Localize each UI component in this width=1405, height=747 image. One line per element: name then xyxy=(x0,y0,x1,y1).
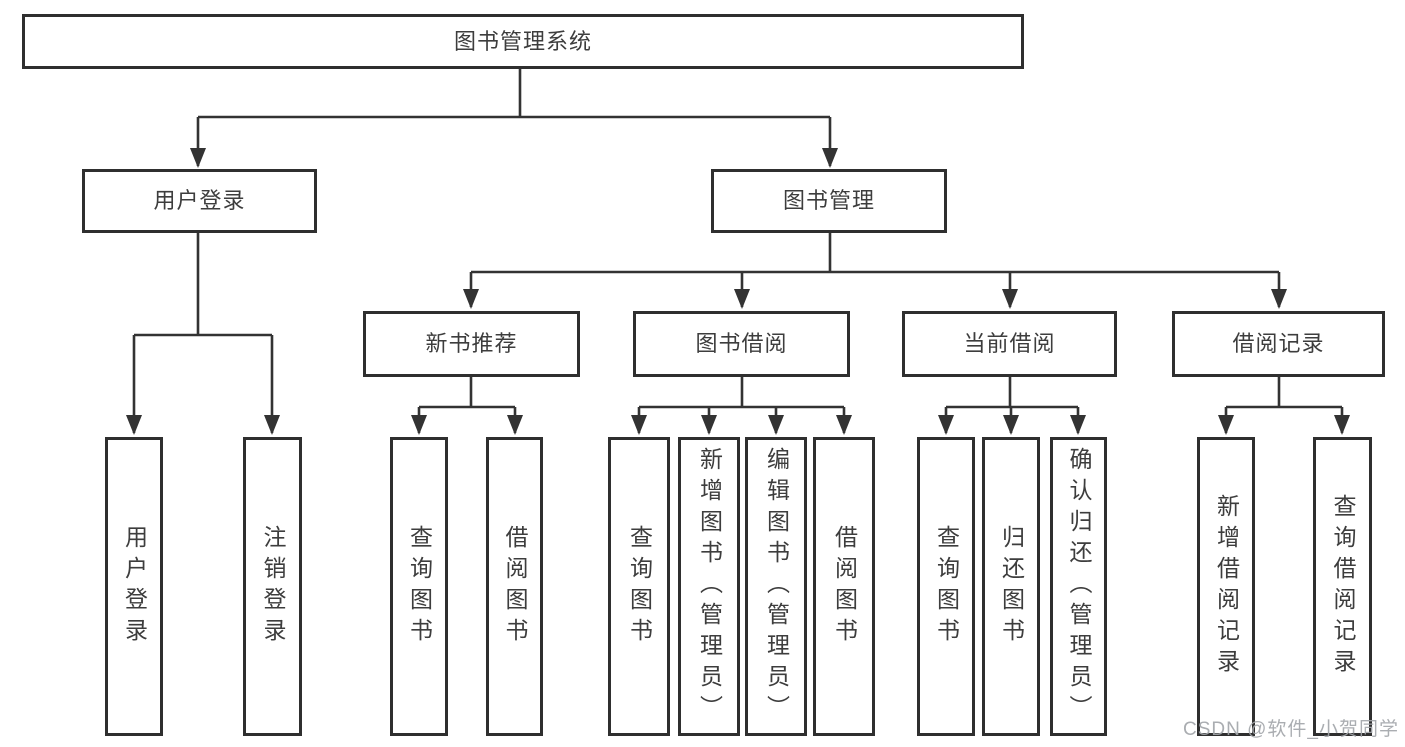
node-label: 归还图书 xyxy=(998,524,1025,649)
node-borrowing-records: 借阅记录 xyxy=(1172,311,1385,377)
csdn-watermark: CSDN @软件_小贺同学 xyxy=(1183,719,1399,740)
leaf-bb-borrow-books: 借阅图书 xyxy=(813,437,875,736)
node-label: 查询图书 xyxy=(406,524,433,649)
node-library-management-system: 图书管理系统 xyxy=(22,14,1024,69)
leaf-br-add-borrow-record: 新增借阅记录 xyxy=(1197,437,1255,736)
connector-borrowing-records-elbow xyxy=(1226,377,1342,409)
connector-book-management-elbow xyxy=(471,233,1279,274)
node-label: 新增图书（管理员） xyxy=(696,447,723,726)
node-book-management: 图书管理 xyxy=(711,169,947,233)
node-label: 新书推荐 xyxy=(425,331,518,356)
node-label: 注销登录 xyxy=(260,524,286,649)
node-label: 查询图书 xyxy=(626,524,653,649)
node-label: 确认归还（管理员） xyxy=(1066,447,1092,726)
leaf-bb-edit-books-admin: 编辑图书（管理员） xyxy=(745,437,807,736)
node-label: 当前借阅 xyxy=(963,331,1056,356)
leaf-br-query-borrow-record: 查询借阅记录 xyxy=(1313,437,1372,736)
node-label: 新增借阅记录 xyxy=(1213,493,1240,680)
node-label: 借阅图书 xyxy=(502,524,528,649)
leaf-bb-add-books-admin: 新增图书（管理员） xyxy=(678,437,740,736)
node-user-login: 用户登录 xyxy=(82,169,317,233)
leaf-cb-query-books: 查询图书 xyxy=(917,437,975,736)
leaf-bb-query-books: 查询图书 xyxy=(608,437,670,736)
leaf-logout: 注销登录 xyxy=(243,437,302,736)
node-label: 编辑图书（管理员） xyxy=(763,447,790,726)
node-label: 图书借阅 xyxy=(695,331,788,356)
leaf-cb-return-books: 归还图书 xyxy=(982,437,1040,736)
leaf-nbr-query-books: 查询图书 xyxy=(390,437,448,736)
node-new-book-recommend: 新书推荐 xyxy=(363,311,580,377)
node-label: 用户登录 xyxy=(153,188,246,213)
node-label: 借阅记录 xyxy=(1232,331,1325,356)
leaf-nbr-borrow-books: 借阅图书 xyxy=(486,437,543,736)
connector-root-elbow xyxy=(198,69,830,119)
node-label: 查询借阅记录 xyxy=(1330,493,1356,680)
node-label: 借阅图书 xyxy=(831,524,858,649)
connector-user-login-elbow xyxy=(134,233,272,337)
leaf-user-login: 用户登录 xyxy=(105,437,163,736)
node-label: 查询图书 xyxy=(933,524,960,649)
leaf-cb-confirm-return-admin: 确认归还（管理员） xyxy=(1050,437,1107,736)
connector-new-book-recommend-elbow xyxy=(419,377,515,409)
node-label: 图书管理系统 xyxy=(453,28,592,54)
node-current-borrowing: 当前借阅 xyxy=(902,311,1117,377)
connector-book-borrowing-elbow xyxy=(639,377,844,409)
node-book-borrowing: 图书借阅 xyxy=(633,311,850,377)
node-label: 用户登录 xyxy=(121,524,148,649)
node-label: 图书管理 xyxy=(782,188,875,213)
connector-current-borrowing-elbow xyxy=(946,377,1078,409)
